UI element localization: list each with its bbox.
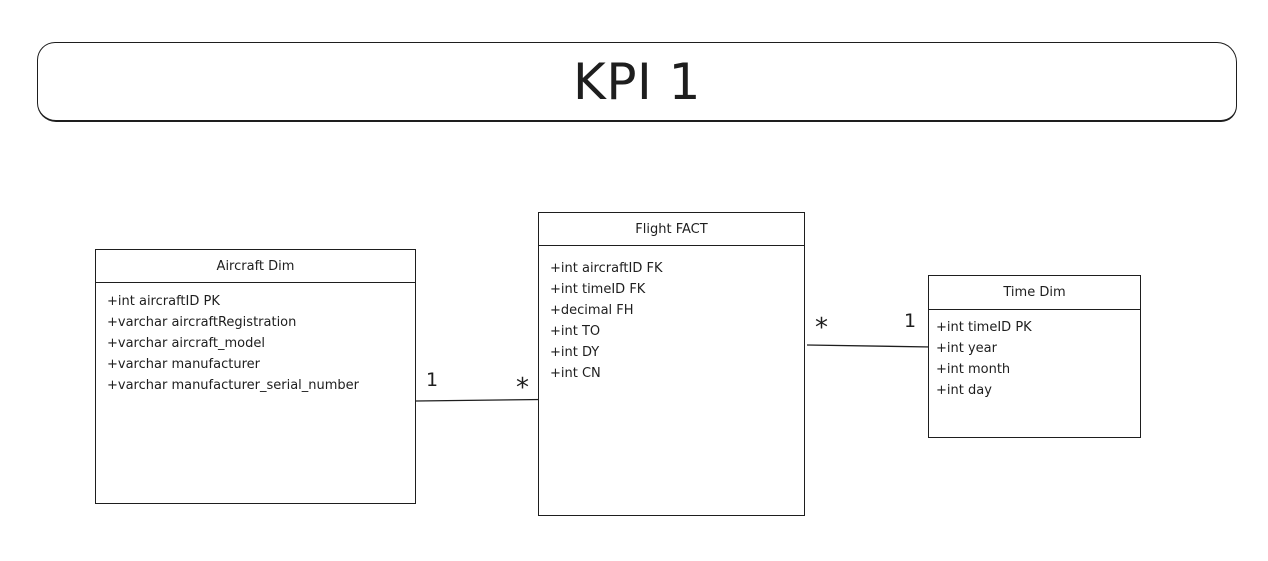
flight-fact-entity[interactable]: Flight FACT +int aircraftID FK +int time… xyxy=(538,212,805,516)
time-side-multiplicity: 1 xyxy=(904,310,917,332)
flight-time-connector xyxy=(806,344,933,348)
attribute-row: +int aircraftID FK xyxy=(550,261,663,276)
attribute-row: +varchar aircraftRegistration xyxy=(107,315,297,330)
attribute-row: +int timeID FK xyxy=(550,282,646,297)
flight-fact-attributes: +int aircraftID FK +int timeID FK +decim… xyxy=(539,246,804,384)
attribute-row: +int aircraftID PK xyxy=(107,294,220,309)
flight-side-multiplicity-aircraft: * xyxy=(516,373,529,403)
attribute-row: +decimal FH xyxy=(550,303,634,318)
aircraft-dim-header: Aircraft Dim xyxy=(96,250,415,283)
attribute-row: +int day xyxy=(936,383,992,398)
time-dim-entity[interactable]: Time Dim +int timeID PK +int year +int m… xyxy=(928,275,1141,438)
aircraft-dim-attributes: +int aircraftID PK +varchar aircraftRegi… xyxy=(96,283,415,396)
diagram-title: KPI 1 xyxy=(573,52,701,111)
attribute-row: +int TO xyxy=(550,324,601,339)
attribute-row: +varchar manufacturer_serial_number xyxy=(107,378,360,393)
aircraft-dim-entity[interactable]: Aircraft Dim +int aircraftID PK +varchar… xyxy=(95,249,416,504)
aircraft-side-multiplicity: 1 xyxy=(426,369,439,391)
time-dim-attributes: +int timeID PK +int year +int month +int… xyxy=(929,310,1140,401)
flight-fact-header: Flight FACT xyxy=(539,213,804,246)
attribute-row: +int DY xyxy=(550,345,600,360)
attribute-row: +int timeID PK xyxy=(936,320,1032,335)
attribute-row: +int month xyxy=(936,362,1011,377)
attribute-row: +int year xyxy=(936,341,997,356)
attribute-row: +varchar manufacturer xyxy=(107,357,260,372)
flight-side-multiplicity-time: * xyxy=(815,313,828,343)
time-dim-header: Time Dim xyxy=(929,276,1140,310)
attribute-row: +varchar aircraft_model xyxy=(107,336,265,351)
title-frame: KPI 1 xyxy=(37,42,1237,122)
attribute-row: +int CN xyxy=(550,366,601,381)
